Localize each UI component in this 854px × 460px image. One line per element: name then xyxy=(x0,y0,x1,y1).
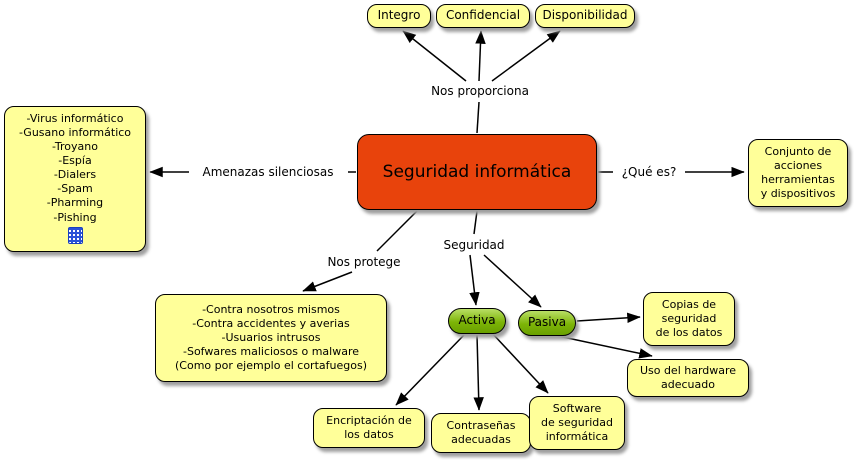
attachment-icon[interactable] xyxy=(67,226,83,244)
concept-contrasenas[interactable]: Contraseñas adecuadas xyxy=(431,413,531,453)
link-seguridad: Seguridad xyxy=(438,236,510,254)
concept-protege-list[interactable]: -Contra nosotros mismos -Contra accident… xyxy=(155,294,387,382)
link-nos-protege: Nos protege xyxy=(320,253,408,271)
concept-pasiva[interactable]: Pasiva xyxy=(518,310,576,336)
concept-uso-hardware[interactable]: Uso del hardware adecuado xyxy=(627,359,749,397)
link-amenazas-silenciosas: Amenazas silenciosas xyxy=(190,163,346,181)
concept-disponibilidad[interactable]: Disponibilidad xyxy=(535,4,635,28)
link-nos-proporciona: Nos proporciona xyxy=(420,82,540,100)
concept-amenazas-list[interactable]: -Virus informático -Gusano informático -… xyxy=(4,106,146,252)
concept-confidencial[interactable]: Confidencial xyxy=(436,4,530,28)
concept-encriptacion[interactable]: Encriptación de los datos xyxy=(313,408,425,448)
link-que-es: ¿Qué es? xyxy=(614,163,684,181)
concept-definicion[interactable]: Conjunto de acciones herramientas y disp… xyxy=(748,139,848,207)
concept-copias-seguridad[interactable]: Copias de seguridad de los datos xyxy=(643,292,735,346)
concept-seguridad-informatica[interactable]: Seguridad informática xyxy=(357,134,597,210)
concept-software-seguridad[interactable]: Software de seguridad informática xyxy=(529,396,625,450)
concept-activa[interactable]: Activa xyxy=(448,308,506,334)
amenazas-list-text: -Virus informático -Gusano informático -… xyxy=(18,112,132,224)
concept-integro[interactable]: Integro xyxy=(367,4,431,28)
